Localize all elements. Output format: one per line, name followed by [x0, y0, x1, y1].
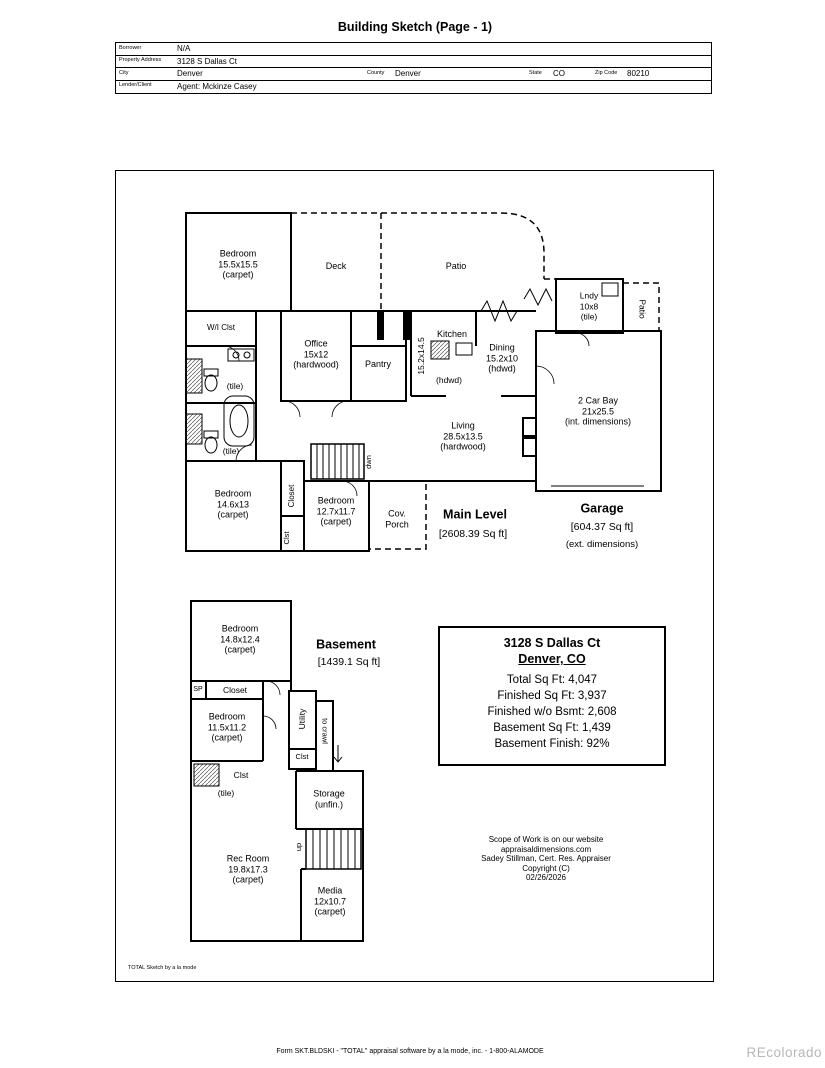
form-footer: Form SKT.BLDSKI - "TOTAL" appraisal soft… — [276, 1048, 544, 1055]
room-label-sp: SP — [193, 685, 203, 693]
state-label: State — [529, 69, 542, 76]
summary-total-sqft: Total Sq Ft: 4,047 — [506, 674, 598, 686]
summary-basement-sqft: Basement Sq Ft: 1,439 — [493, 722, 611, 734]
to-crawl-label: to crawl — [320, 718, 330, 744]
summary-finished-wo-bsmt: Finished w/o Bsmt: 2,608 — [487, 706, 617, 718]
room-label-deck: Deck — [325, 260, 347, 271]
property-address-value: 3128 S Dallas Ct — [177, 56, 238, 66]
room-label-rec-room: Rec Room 19.8x17.3 (carpet) — [226, 853, 270, 885]
info-row-city: City Denver County Denver State CO Zip C… — [116, 68, 711, 81]
room-label-bedroom-1: Bedroom 15.5x15.5 (carpet) — [218, 248, 258, 280]
room-label-patio-right: Patio — [637, 299, 648, 319]
toilet-icon — [203, 368, 219, 392]
garage-title: Garage — [580, 501, 624, 516]
info-row-address: Property Address 3128 S Dallas Ct — [116, 56, 711, 68]
county-label: County — [367, 69, 385, 76]
lender-client-value: Agent: Mckinze Casey — [177, 82, 257, 92]
basement-sqft: [1439.1 Sq ft] — [317, 656, 381, 668]
room-label-lndy: Lndy 10x8 (tile) — [579, 290, 599, 322]
fireplace-icon — [522, 417, 537, 437]
washer-icon — [601, 282, 619, 297]
shower-icon — [185, 413, 203, 445]
summary-basement-finish: Basement Finish: 92% — [494, 738, 610, 750]
basement-tile-label: (tile) — [217, 787, 235, 798]
zip-label: Zip Code — [595, 69, 618, 76]
room-label-kitchen: Kitchen — [436, 328, 468, 339]
borrower-value: N/A — [177, 44, 191, 54]
zip-value: 80210 — [627, 69, 650, 79]
room-label-basement-bedroom-2: Bedroom 11.5x11.2 (carpet) — [207, 711, 247, 743]
room-label-basement-closet: Closet — [222, 684, 248, 695]
kitchen-floor-label: (hdwd) — [436, 374, 462, 385]
info-row-borrower: Borrower N/A — [116, 43, 711, 56]
lender-client-label: Lender/Client — [119, 82, 152, 88]
vanity-sink-icon — [227, 348, 255, 362]
sketch-software-credit: TOTAL Sketch by a la mode — [128, 965, 197, 971]
shower-icon — [185, 358, 203, 394]
stairs-main-dwn — [310, 443, 365, 480]
county-value: Denver — [395, 69, 421, 79]
room-label-office: Office 15x12 (hardwood) — [293, 338, 339, 370]
bath-tile-label: (tile) — [222, 445, 240, 456]
summary-finished-sqft: Finished Sq Ft: 3,937 — [497, 690, 607, 702]
square-footage-summary-box: 3128 S Dallas Ct Denver, CO Total Sq Ft:… — [438, 626, 666, 766]
sketch-area: Bedroom 15.5x15.5 (carpet) Deck Patio Ln… — [115, 170, 714, 982]
screen-break-symbols — [480, 287, 553, 323]
city-value: Denver — [177, 69, 203, 79]
state-value: CO — [553, 69, 565, 79]
outdoor-dashed-outlines — [291, 212, 660, 550]
room-label-pantry: Pantry — [364, 358, 392, 369]
door-swing-arcs — [223, 332, 590, 730]
toilet-icon — [203, 430, 219, 454]
summary-city: Denver, CO — [518, 652, 586, 666]
floorplan-drawing — [185, 212, 662, 942]
bathroom-fixtures — [185, 348, 255, 454]
room-label-dining: Dining 15.2x10 (hdwd) — [485, 342, 519, 374]
room-label-bedroom-3: Bedroom 12.7x11.7 (carpet) — [316, 495, 356, 527]
room-label-storage: Storage (unfin.) — [313, 788, 345, 810]
summary-address: 3128 S Dallas Ct — [503, 636, 601, 650]
crawl-access-arrow — [333, 745, 343, 763]
sink-icon — [455, 342, 473, 356]
room-label-2-car-bay: 2 Car Bay 21x25.5 (int. dimensions) — [564, 395, 632, 427]
property-info-table: Borrower N/A Property Address 3128 S Dal… — [115, 42, 712, 94]
bath-tile-label: (tile) — [226, 380, 244, 391]
info-row-lender: Lender/Client Agent: Mckinze Casey — [116, 81, 711, 94]
borrower-label: Borrower — [119, 44, 142, 51]
recolorado-watermark: REcolorado — [746, 1045, 822, 1060]
room-label-basement-bedroom-1: Bedroom 14.8x12.4 (carpet) — [220, 623, 260, 655]
main-level-title: Main Level — [443, 507, 507, 522]
garage-note: (ext. dimensions) — [565, 538, 639, 550]
room-label-media: Media 12x10.7 (carpet) — [313, 885, 347, 917]
room-label-cov-porch: Cov. Porch — [385, 508, 409, 530]
room-label-clst: Clst — [281, 531, 291, 545]
property-address-label: Property Address — [119, 57, 162, 63]
stairs-basement-up — [305, 828, 362, 870]
stove-icon — [430, 340, 450, 360]
kitchen-dimension-label: 15.2x14.5 — [415, 337, 426, 375]
page-title: Building Sketch (Page - 1) — [337, 20, 493, 34]
room-label-living: Living 28.5x13.5 (hardwood) — [440, 420, 486, 452]
room-label-wi-closet: W/I Clst — [207, 322, 235, 332]
scope-of-work-note: Scope of Work is on our website appraisa… — [481, 835, 611, 882]
bathtub-icon — [223, 395, 255, 447]
tile-closet-hatch — [193, 763, 220, 787]
room-label-utility: Utility — [296, 708, 307, 730]
stairs-up-label: up — [293, 842, 303, 852]
stairs-down-label: dwn — [363, 455, 373, 469]
room-label-patio: Patio — [445, 260, 467, 271]
room-label-basement-clst-1: Clst — [295, 751, 309, 761]
room-label-closet: Closet — [286, 484, 296, 508]
room-label-basement-clst-2: Clst — [233, 769, 249, 780]
city-label: City — [119, 69, 129, 76]
main-level-sqft: [2608.39 Sq ft] — [438, 528, 508, 540]
room-label-bedroom-2: Bedroom 14.6x13 (carpet) — [214, 488, 252, 520]
garage-sqft: [604.37 Sq ft] — [570, 521, 634, 533]
kitchen-fixtures — [430, 340, 473, 360]
garage-features — [522, 282, 644, 487]
basement-title: Basement — [316, 637, 376, 652]
